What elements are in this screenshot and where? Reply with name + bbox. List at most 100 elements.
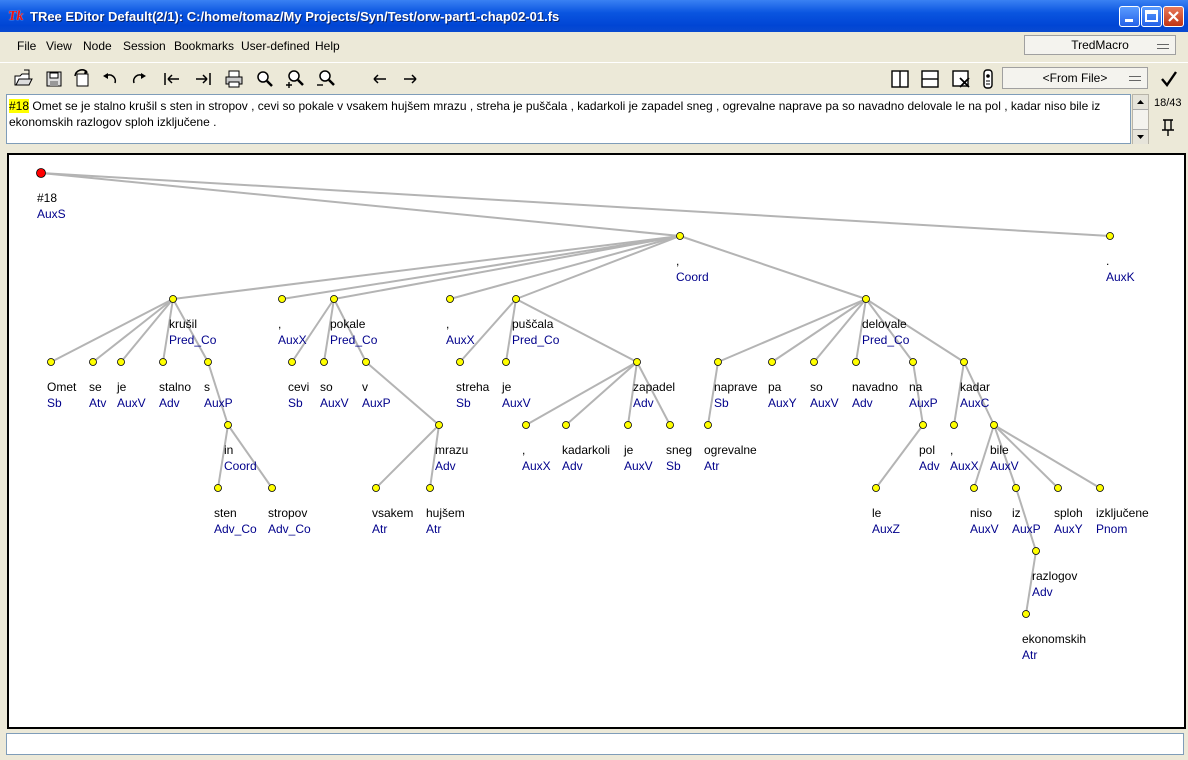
tree-node[interactable] [666,421,674,429]
tree-node[interactable] [36,168,46,178]
undo-button[interactable] [99,68,121,90]
node-word: zapadel [633,380,675,394]
tree-node[interactable] [624,421,632,429]
close-view-button[interactable] [950,68,972,90]
tree-node[interactable] [919,421,927,429]
close-button[interactable] [1163,6,1184,27]
reload-button[interactable] [71,68,93,90]
tree-node[interactable] [1022,610,1030,618]
tree-node[interactable] [435,421,443,429]
find-button[interactable] [254,68,276,90]
tree-node[interactable] [1012,484,1020,492]
split-vertical-button[interactable] [889,68,911,90]
tree-node[interactable] [633,358,641,366]
tree-node[interactable] [169,295,177,303]
node-afun: Adv [1032,585,1053,599]
tree-node[interactable] [1096,484,1104,492]
previous-tree-button[interactable] [161,68,183,90]
save-file-button[interactable] [43,68,65,90]
zoom-out-button[interactable] [315,68,337,90]
maximize-icon [1145,10,1158,22]
tree-node[interactable] [89,358,97,366]
title-bar: Tk TRee EDitor Default(2/1): C:/home/tom… [0,0,1188,32]
tree-node[interactable] [224,421,232,429]
context-select[interactable]: <From File> [1002,67,1148,89]
tree-node[interactable] [872,484,880,492]
node-word: pokale [330,317,366,331]
tree-node[interactable] [810,358,818,366]
back-button[interactable] [369,68,391,90]
tree-node[interactable] [372,484,380,492]
menu-help[interactable]: Help [315,39,340,53]
tree-edge [50,298,174,363]
tree-pin-button[interactable] [1157,116,1179,138]
tree-node[interactable] [1106,232,1114,240]
tree-node[interactable] [330,295,338,303]
macro-select[interactable]: TredMacro [1024,35,1176,55]
tree-node[interactable] [970,484,978,492]
tree-node[interactable] [676,232,684,240]
redo-button[interactable] [128,68,150,90]
tree-node[interactable] [704,421,712,429]
menu-user-defined[interactable]: User-defined [241,39,310,53]
tree-node[interactable] [268,484,276,492]
minimize-icon [1125,19,1133,22]
sentence-textarea[interactable]: #18 Omet se je stalno krušil s sten in s… [6,94,1131,144]
forward-button[interactable] [399,68,421,90]
scroll-up-button[interactable] [1133,95,1148,110]
chevron-up-icon [1137,100,1144,104]
scroll-down-button[interactable] [1133,129,1148,144]
tree-node[interactable] [446,295,454,303]
node-word: in [224,443,233,457]
tree-node[interactable] [562,421,570,429]
tree-node[interactable] [960,358,968,366]
dependency-tree[interactable]: #18AuxS,Coord.AuxKkrušilPred_Co,AuxXpoka… [9,155,1184,727]
print-button[interactable] [223,68,245,90]
tree-node[interactable] [426,484,434,492]
confirm-button[interactable] [1158,68,1180,90]
tree-node[interactable] [278,295,286,303]
tree-node[interactable] [117,358,125,366]
menu-session[interactable]: Session [123,39,166,53]
tree-node[interactable] [214,484,222,492]
minimize-button[interactable] [1119,6,1140,27]
maximize-button[interactable] [1141,6,1162,27]
menu-node[interactable]: Node [83,39,112,53]
tree-node[interactable] [362,358,370,366]
next-tree-button[interactable] [192,68,214,90]
menu-file[interactable]: File [17,39,37,53]
tree-node[interactable] [288,358,296,366]
tree-edge [636,361,671,426]
tree-node[interactable] [204,358,212,366]
tree-node[interactable] [1032,547,1040,555]
tree-node[interactable] [512,295,520,303]
tree-node[interactable] [502,358,510,366]
tree-node[interactable] [852,358,860,366]
tree-node[interactable] [909,358,917,366]
tree-node[interactable] [47,358,55,366]
split-horizontal-button[interactable] [919,68,941,90]
node-afun: AuxV [970,522,999,536]
menu-bookmarks[interactable]: Bookmarks [174,39,235,53]
tree-node[interactable] [714,358,722,366]
node-word: , [522,443,525,457]
open-file-button[interactable] [12,68,34,90]
menu-view[interactable]: View [46,39,72,53]
tree-node[interactable] [1054,484,1062,492]
sentence-scrollbar[interactable] [1132,94,1149,144]
node-afun: Adv [562,459,583,473]
tree-node[interactable] [768,358,776,366]
settings-button[interactable] [977,68,999,90]
tree-node[interactable] [950,421,958,429]
tree-node[interactable] [522,421,530,429]
zoom-in-button[interactable] [284,68,306,90]
tree-node[interactable] [990,421,998,429]
node-afun: Adv [435,459,456,473]
node-afun: Atr [1022,648,1037,662]
tree-node[interactable] [456,358,464,366]
tree-edge [912,361,924,426]
tree-node[interactable] [320,358,328,366]
tree-node[interactable] [862,295,870,303]
tree-node[interactable] [159,358,167,366]
